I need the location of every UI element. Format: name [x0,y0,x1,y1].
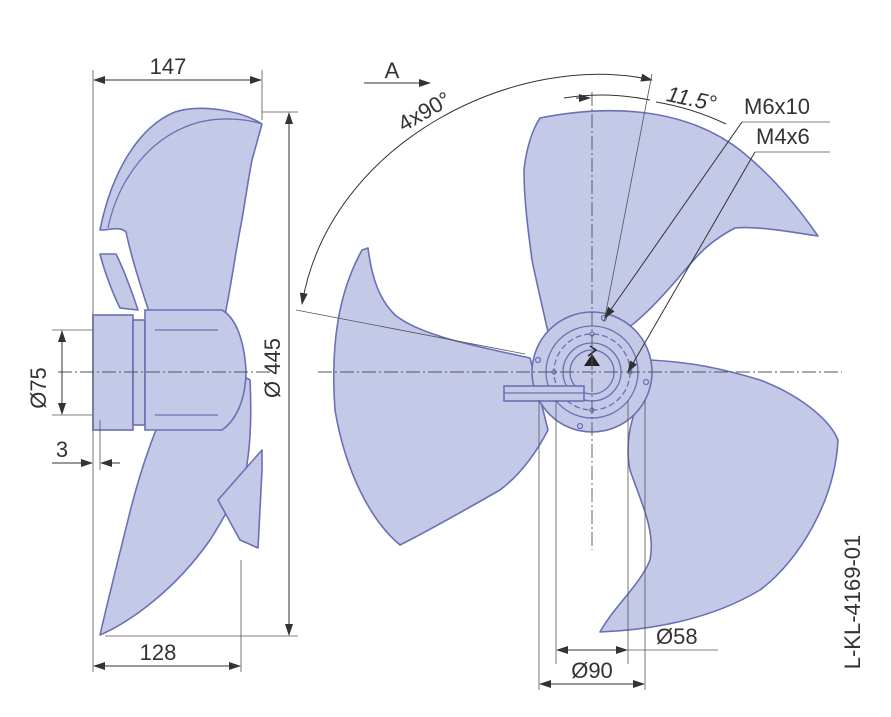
dim-arc-4x90 [299,73,653,305]
side-view-upper-blade-fold [107,118,263,229]
side-view-hub-body [144,309,247,431]
dim-label-445: Ø 445 [260,338,285,398]
drawing-number: L-KL-4169-01 [840,535,865,670]
dim-arc-11-5-base [563,94,651,101]
side-view-rear-blade [99,253,139,311]
side-view-lower-blade-tip [217,449,263,549]
view-label-a: A [385,58,400,83]
thread-label-m6: M6x10 [744,94,810,119]
front-view-blade-left [332,247,549,546]
side-view-hub-ring [132,319,146,426]
dim-arc-11-5 [655,101,727,125]
front-view [318,92,842,633]
dim-label-58: Ø58 [656,624,698,649]
hub-hole [642,378,650,386]
angle-line [603,73,653,323]
extension-line [295,309,526,355]
dim-label-128: 128 [140,640,177,665]
dim-label-11-5: 11.5° [665,81,719,116]
leader-m6 [604,121,743,319]
dim-label-75: Ø75 [26,367,51,409]
dim-label-90: Ø90 [571,658,613,683]
leader-m4 [627,151,756,373]
hub-hole [576,422,584,430]
dim-label-3: 3 [56,437,68,462]
dim-label-147: 147 [150,54,187,79]
hub-hole [534,356,542,364]
front-view-blade-right [599,359,839,633]
side-view [58,107,270,636]
side-view-hub-cap [92,314,134,431]
side-view-dimensions: 147 128 Ø75 3 Ø 445 [26,54,298,672]
thread-label-m4: M4x6 [756,124,810,149]
dim-label-4x90: 4x90° [394,87,455,137]
